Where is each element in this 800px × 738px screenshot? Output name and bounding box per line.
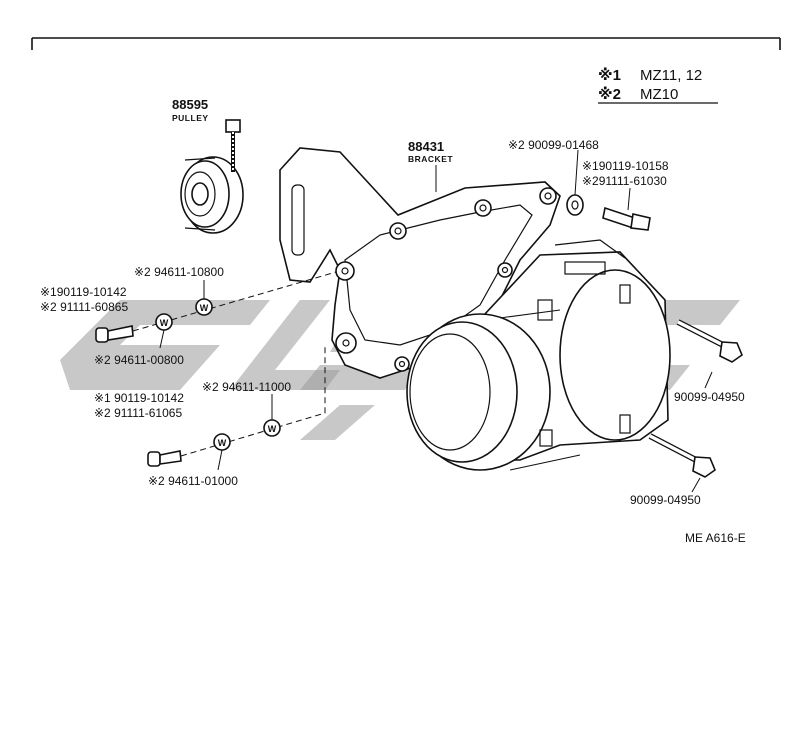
callout-label: 90099-04950 — [630, 493, 701, 507]
washer-94611-01000: W — [213, 433, 231, 451]
callout-label: ※190119-10142 — [40, 285, 127, 299]
bolt-left-lower — [147, 450, 182, 467]
callout-label: ※2 90099-01468 — [508, 138, 599, 152]
pulley-part-number: 88595 — [172, 97, 208, 112]
callout-label: ※2 91111-60865 — [40, 300, 128, 314]
pulley-bolt — [225, 119, 241, 172]
leader-lines — [159, 149, 713, 493]
bolt-left-upper — [95, 325, 134, 343]
diagram-code: ME A616-E — [685, 531, 746, 545]
compressor-part — [406, 239, 671, 471]
svg-text:W: W — [218, 438, 227, 448]
washer-90099-01468 — [566, 194, 584, 216]
legend-mark-1: ※1 — [598, 66, 621, 84]
legend: ※1 MZ11, 12 ※2 MZ10 — [598, 66, 718, 104]
callout-label: ※2 94611-00800 — [94, 353, 184, 367]
callout-label: ※291111-61030 — [582, 174, 667, 188]
washer-94611-00800: W — [155, 313, 173, 331]
long-bolt-upper — [676, 319, 743, 363]
washer-94611-11000: W — [263, 419, 281, 437]
callout-label: ※2 94611-10800 — [134, 265, 224, 279]
long-bolt-lower — [648, 433, 716, 478]
callout-label: 90099-04950 — [674, 390, 745, 404]
pulley-part — [180, 156, 244, 234]
pulley-part-name: PULLEY — [172, 113, 209, 123]
legend-text-1: MZ11, 12 — [640, 67, 702, 84]
callout-label: ※2 94611-11000 — [202, 380, 291, 394]
svg-text:W: W — [160, 318, 169, 328]
legend-text-2: MZ10 — [640, 86, 678, 103]
bracket-part-name: BRACKET — [408, 154, 453, 164]
bolt-top-right — [602, 206, 651, 231]
callout-label: ※2 94611-01000 — [148, 474, 238, 488]
svg-text:W: W — [268, 424, 277, 434]
legend-mark-2: ※2 — [598, 85, 621, 103]
washer-94611-10800: W — [195, 298, 213, 316]
callout-label: ※2 91111-61065 — [94, 406, 182, 420]
callout-label: ※190119-10158 — [582, 159, 669, 173]
callout-label: ※1 90119-10142 — [94, 391, 184, 405]
frame-border — [31, 37, 781, 50]
bracket-part-number: 88431 — [408, 139, 444, 154]
svg-text:W: W — [200, 303, 209, 313]
